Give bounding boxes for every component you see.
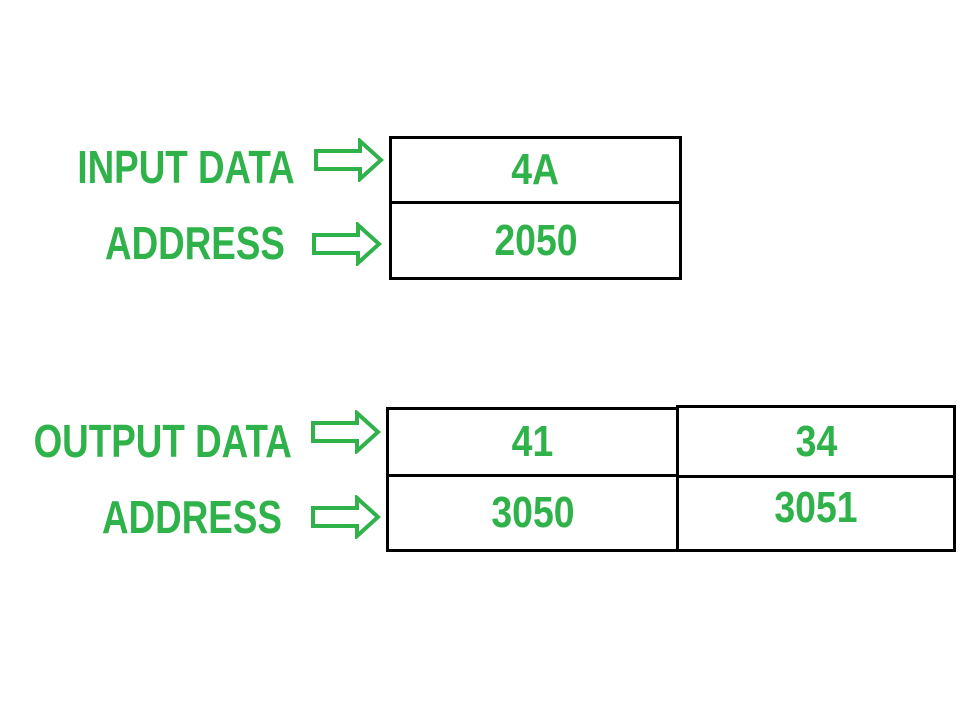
output-data-cell-2: 34	[676, 405, 956, 478]
input-data-label: INPUT DATA	[77, 141, 295, 193]
input-address-cell: 2050	[389, 201, 682, 280]
right-hollow-arrow-icon	[312, 222, 382, 266]
right-hollow-arrow-icon	[314, 138, 384, 182]
input-address-value: 2050	[493, 215, 578, 265]
output-data-value-2: 34	[795, 416, 837, 466]
output-data-value-1: 41	[511, 417, 554, 466]
right-hollow-arrow-icon	[311, 410, 381, 454]
output-address-cell-2: 3051	[676, 475, 956, 552]
output-data-label: OUTPUT DATA	[33, 415, 292, 467]
input-data-cell: 4A	[389, 136, 682, 204]
output-address-value-2: 3051	[774, 482, 858, 532]
output-data-cell-1: 41	[386, 407, 679, 477]
input-data-value: 4A	[511, 145, 560, 194]
right-hollow-arrow-icon	[311, 495, 381, 539]
output-address-cell-1: 3050	[386, 474, 679, 552]
output-address-label: ADDRESS	[102, 491, 282, 543]
input-address-label: ADDRESS	[105, 217, 285, 269]
output-address-value-1: 3050	[490, 488, 575, 537]
